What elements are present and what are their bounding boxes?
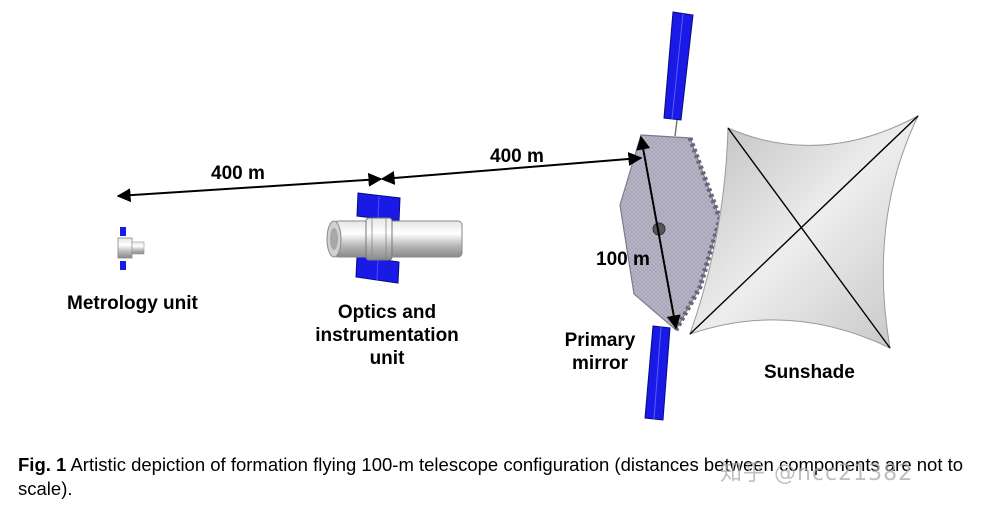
- optics-collar: [365, 217, 393, 261]
- metrology-body: [117, 237, 133, 259]
- telescope-formation-figure: [116, 11, 920, 421]
- distance-label-1: 400 m: [211, 163, 265, 184]
- diameter-label: 100 m: [596, 249, 650, 270]
- distance-label-2: 400 m: [490, 146, 544, 167]
- arrow-mirror-diameter: [636, 135, 681, 330]
- sunshade: [689, 114, 920, 349]
- optics-unit: [326, 192, 463, 284]
- optics-cylinder: [333, 220, 463, 258]
- optics-label-line3: unit: [369, 348, 405, 369]
- watermark: 知乎 @ncc21382: [720, 461, 914, 486]
- arrow-optics-mirror: [380, 152, 643, 185]
- sunshade-diagonal-a: [727, 127, 891, 349]
- primary-mirror-label: Primary mirror: [560, 329, 640, 375]
- metrology-nozzle: [131, 241, 145, 255]
- sunshade-label: Sunshade: [764, 362, 855, 383]
- mirror-panel-top: [663, 11, 694, 121]
- primary-label-line1: Primary: [564, 330, 636, 351]
- optics-label: Optics and instrumentation unit: [308, 301, 466, 370]
- optics-label-line1: Optics and: [337, 302, 437, 323]
- metrology-panel-bottom: [120, 261, 126, 270]
- primary-label-line2: mirror: [572, 353, 628, 374]
- sunshade-diagonal-b: [689, 115, 919, 335]
- caption-label: Fig. 1: [18, 454, 67, 475]
- metrology-unit: [117, 227, 145, 270]
- metrology-label: Metrology unit: [67, 293, 198, 314]
- figure-caption: Fig. 1 Artistic depiction of formation f…: [18, 453, 983, 501]
- caption-text: Artistic depiction of formation flying 1…: [18, 454, 964, 499]
- metrology-panel-top: [120, 227, 126, 236]
- optics-label-line2: instrumentation: [315, 325, 459, 346]
- arrow-metrology-optics: [116, 172, 383, 203]
